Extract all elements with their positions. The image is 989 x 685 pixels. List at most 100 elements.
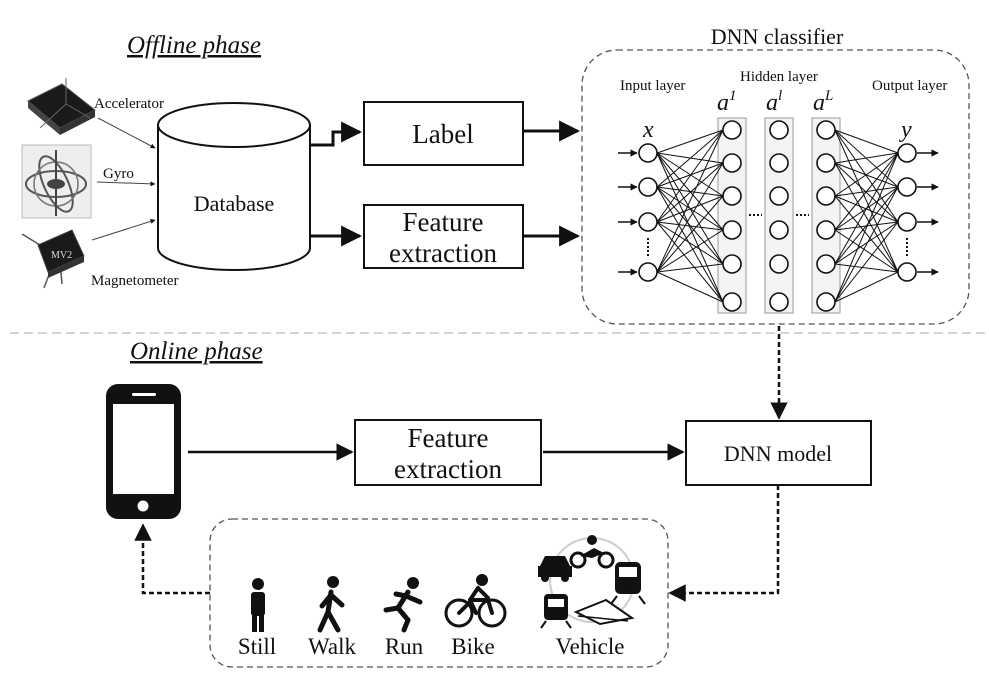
dnn-model-box bbox=[685, 420, 872, 486]
connection-hidden-output-2-3 bbox=[834, 195, 899, 273]
offline-phase-title: Offline phase bbox=[127, 32, 261, 59]
sensor-label-accelerator: Accelerator bbox=[94, 96, 164, 112]
input-layer-label: Input layer bbox=[620, 78, 685, 94]
activity-label-walk: Walk bbox=[308, 634, 356, 659]
hidden-layer-label: Hidden layer bbox=[740, 69, 818, 85]
magnetometer-chip-text: MV2 bbox=[51, 250, 72, 261]
tram-icon bbox=[540, 594, 572, 629]
car-icon bbox=[538, 556, 572, 582]
accelerometer-chip-icon bbox=[27, 78, 96, 135]
connection-input-hidden-3-0 bbox=[656, 129, 724, 273]
neuron-output-3 bbox=[897, 262, 917, 282]
train-icon bbox=[610, 562, 646, 605]
connection-hidden-output-5-2 bbox=[834, 221, 899, 303]
connection-input-hidden-3-5 bbox=[656, 271, 724, 303]
person-walking-icon bbox=[317, 576, 345, 633]
connection-input-hidden-2-2 bbox=[656, 195, 724, 223]
feature-extraction-online-box bbox=[354, 419, 542, 486]
connection-input-hidden-1-2 bbox=[656, 186, 724, 197]
connection-input-hidden-3-1 bbox=[656, 162, 724, 273]
dnn-model-label: DNN model bbox=[724, 441, 832, 466]
connection-input-hidden-2-5 bbox=[656, 221, 724, 303]
connection-input-hidden-2-4 bbox=[656, 221, 724, 265]
connection-input-hidden-2-1 bbox=[656, 162, 724, 223]
neuron-hidden-L-2 bbox=[816, 186, 836, 206]
motorbike-icon bbox=[569, 535, 615, 569]
database-label: Database bbox=[194, 191, 275, 216]
connection-hidden-output-4-2 bbox=[834, 221, 899, 265]
neuron-hidden-L-1 bbox=[816, 153, 836, 173]
neuron-output-1 bbox=[897, 177, 917, 197]
connection-input-hidden-3-4 bbox=[656, 263, 724, 273]
connection-input-hidden-1-0 bbox=[656, 129, 724, 188]
activities-container bbox=[209, 518, 669, 668]
vehicles-icon bbox=[538, 535, 646, 629]
high-speed-train-icon bbox=[573, 598, 635, 626]
connection-hidden-output-4-1 bbox=[834, 186, 899, 265]
neuron-hidden-1-4 bbox=[722, 254, 742, 274]
network-connections bbox=[618, 129, 939, 303]
connection-hidden-output-3-0 bbox=[834, 152, 899, 231]
neuron-hidden-L-3 bbox=[816, 220, 836, 240]
connection-hidden-output-1-3 bbox=[834, 162, 899, 273]
arrow-model-to-activities bbox=[668, 485, 780, 602]
connection-hidden-output-1-0 bbox=[834, 152, 899, 164]
hidden-layer-l-frame bbox=[764, 117, 794, 314]
label-box bbox=[363, 101, 524, 166]
output-layer-label: Output layer bbox=[872, 78, 947, 94]
person-standing-icon bbox=[251, 578, 265, 632]
activity-label-vehicle: Vehicle bbox=[556, 634, 625, 659]
feature-extraction-offline-line2: extraction bbox=[389, 238, 497, 268]
neuron-input-2 bbox=[638, 212, 658, 232]
connection-input-hidden-3-3 bbox=[656, 229, 724, 273]
neuron-hidden-l-5 bbox=[769, 292, 789, 312]
smartphone-icon bbox=[106, 384, 181, 519]
connection-hidden-output-0-0 bbox=[834, 129, 899, 154]
arrow-magnetometer-to-database bbox=[91, 218, 156, 241]
connection-hidden-output-5-0 bbox=[834, 152, 899, 303]
sensor-label-gyro: Gyro bbox=[103, 166, 134, 182]
feature-extraction-offline-line1: Feature bbox=[403, 207, 484, 237]
neuron-hidden-l-4 bbox=[769, 254, 789, 274]
neuron-hidden-l-0 bbox=[769, 120, 789, 140]
hidden-layer-L-frame bbox=[811, 117, 841, 314]
connection-input-hidden-0-0 bbox=[656, 129, 724, 154]
activity-label-bike: Bike bbox=[451, 634, 494, 659]
al-symbol: al bbox=[766, 88, 782, 116]
a1-symbol: a1 bbox=[717, 88, 737, 116]
neuron-hidden-1-3 bbox=[722, 220, 742, 240]
person-running-icon bbox=[383, 577, 423, 633]
connection-hidden-output-4-3 bbox=[834, 263, 899, 273]
activity-label-run: Run bbox=[385, 634, 424, 659]
connection-hidden-output-0-3 bbox=[834, 129, 899, 273]
connection-input-hidden-1-5 bbox=[656, 186, 724, 303]
aL-symbol: aL bbox=[813, 88, 833, 116]
feature-extraction-online-line1: Feature bbox=[408, 423, 489, 453]
neuron-hidden-1-2 bbox=[722, 186, 742, 206]
arrow-activities-to-phone bbox=[134, 523, 210, 595]
gyroscope-icon bbox=[21, 144, 92, 219]
connection-input-hidden-2-3 bbox=[656, 221, 724, 231]
online-phase-title: Online phase bbox=[130, 338, 263, 365]
magnetometer-chip-icon: MV2 bbox=[21, 229, 85, 289]
connection-hidden-output-4-0 bbox=[834, 152, 899, 265]
neuron-hidden-1-1 bbox=[722, 153, 742, 173]
connection-hidden-output-3-3 bbox=[834, 229, 899, 273]
connection-hidden-output-5-1 bbox=[834, 186, 899, 303]
connection-input-hidden-1-1 bbox=[656, 162, 724, 188]
neuron-input-3 bbox=[638, 262, 658, 282]
neuron-output-2 bbox=[897, 212, 917, 232]
neuron-hidden-l-1 bbox=[769, 153, 789, 173]
neuron-input-0 bbox=[638, 143, 658, 163]
neuron-output-0 bbox=[897, 143, 917, 163]
neuron-hidden-l-3 bbox=[769, 220, 789, 240]
neuron-hidden-L-5 bbox=[816, 292, 836, 312]
sensor-label-magnetometer: Magnetometer bbox=[91, 273, 178, 289]
y-symbol: y bbox=[899, 117, 912, 143]
person-biking-icon bbox=[444, 574, 507, 628]
dnn-classifier-title: DNN classifier bbox=[711, 24, 844, 49]
neuron-hidden-L-4 bbox=[816, 254, 836, 274]
neuron-input-1 bbox=[638, 177, 658, 197]
